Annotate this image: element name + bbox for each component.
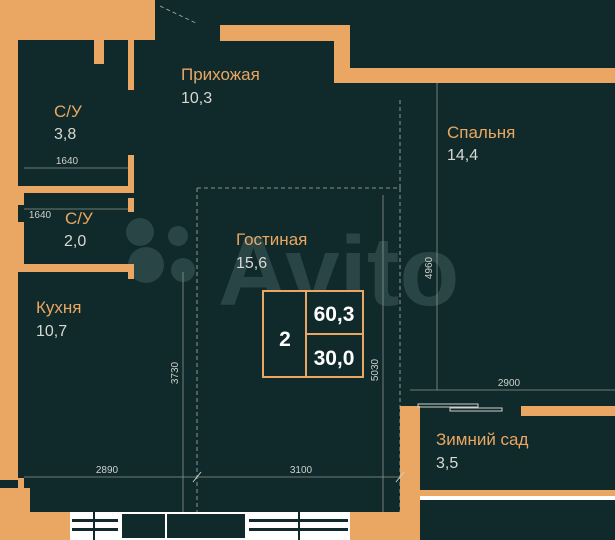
kitchen-area: 10,7 — [36, 323, 67, 340]
dashed-guides — [159, 5, 401, 520]
badge-rooms-count: 2 — [279, 328, 291, 351]
dimension-labels: 1640 1640 2890 3100 2900 3730 5030 4960 — [29, 156, 521, 476]
dim-kitchen-height: 3730 — [170, 361, 181, 384]
hallway-name: Прихожая — [181, 65, 260, 84]
bedroom-name: Спальня — [447, 123, 515, 142]
dim-bath1-width: 1640 — [56, 156, 79, 167]
dim-living-width: 3100 — [290, 465, 313, 476]
badge-total-area: 60,3 — [314, 303, 355, 326]
dim-bedroom-width: 2900 — [498, 378, 521, 389]
room-labels: Прихожая 10,3 С/У 3,8 С/У 2,0 Кухня 10,7… — [36, 65, 529, 472]
badge-living-box — [305, 333, 364, 378]
dim-kitchen-width: 2890 — [96, 465, 119, 476]
bathroom2-name: С/У — [65, 209, 93, 228]
window-garden — [420, 496, 615, 500]
living-name: Гостиная — [236, 230, 307, 249]
dim-bedroom-height: 4960 — [424, 256, 435, 279]
bathroom1-area: 3,8 — [54, 126, 76, 143]
badge-living-area: 30,0 — [314, 347, 355, 370]
windows — [70, 496, 615, 540]
dimension-lines — [24, 83, 615, 512]
kitchen-name: Кухня — [36, 298, 82, 317]
winter-garden-area: 3,5 — [436, 455, 458, 472]
hallway-area: 10,3 — [181, 90, 212, 107]
apartment-badge: 2 60,3 30,0 — [262, 290, 364, 378]
dim-bath2-width: 1640 — [29, 210, 52, 221]
garden-doors — [417, 403, 503, 412]
dim-living-height: 5030 — [370, 358, 381, 381]
bathroom1-name: С/У — [54, 102, 82, 121]
bathroom2-area: 2,0 — [64, 233, 86, 250]
bedroom-area: 14,4 — [447, 147, 478, 164]
living-area: 15,6 — [236, 255, 267, 272]
winter-garden-name: Зимний сад — [436, 430, 529, 449]
